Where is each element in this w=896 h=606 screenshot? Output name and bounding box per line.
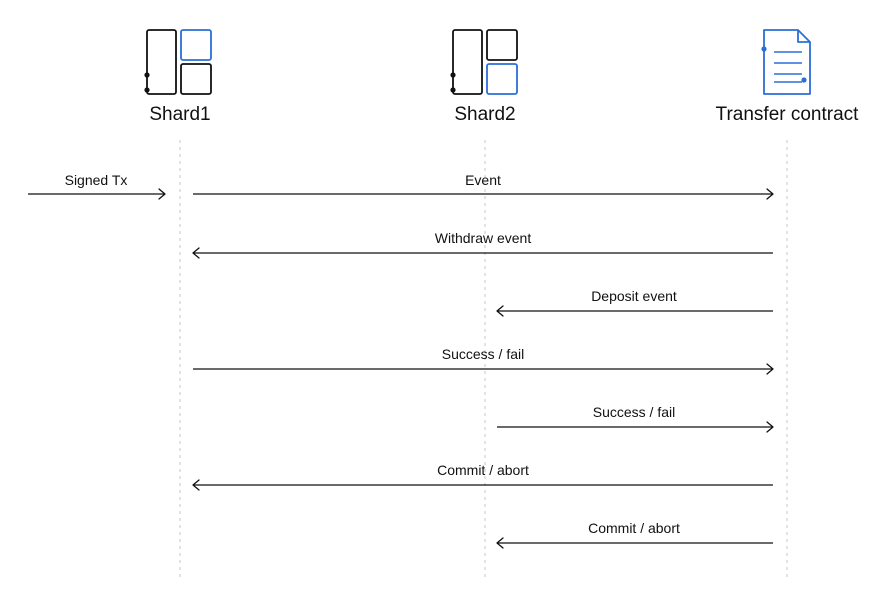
message-success-fail-shard1: Success / fail [193, 346, 774, 375]
shard-icon [144, 29, 212, 95]
message-deposit-event: Deposit event [496, 288, 773, 317]
message-withdraw-event: Withdraw event [192, 230, 773, 259]
message-success-fail-shard2: Success / fail [497, 404, 774, 433]
shard-icon [450, 29, 518, 95]
document-icon [761, 29, 811, 95]
message-event: Event [193, 172, 774, 200]
message-label: Commit / abort [588, 520, 680, 536]
message-label: Event [465, 172, 501, 188]
actor-label-shard1: Shard1 [149, 104, 210, 125]
actor-label-contract: Transfer contract [716, 104, 860, 125]
message-commit-abort-shard1: Commit / abort [192, 462, 773, 491]
message-label: Withdraw event [435, 230, 532, 246]
message-signed-tx: Signed Tx [28, 172, 166, 200]
message-label: Commit / abort [437, 462, 529, 478]
actor-label-shard2: Shard2 [454, 104, 515, 125]
message-label: Deposit event [591, 288, 677, 304]
message-label: Signed Tx [65, 172, 128, 188]
message-label: Success / fail [593, 404, 675, 420]
message-label: Success / fail [442, 346, 524, 362]
message-commit-abort-shard2: Commit / abort [496, 520, 773, 549]
